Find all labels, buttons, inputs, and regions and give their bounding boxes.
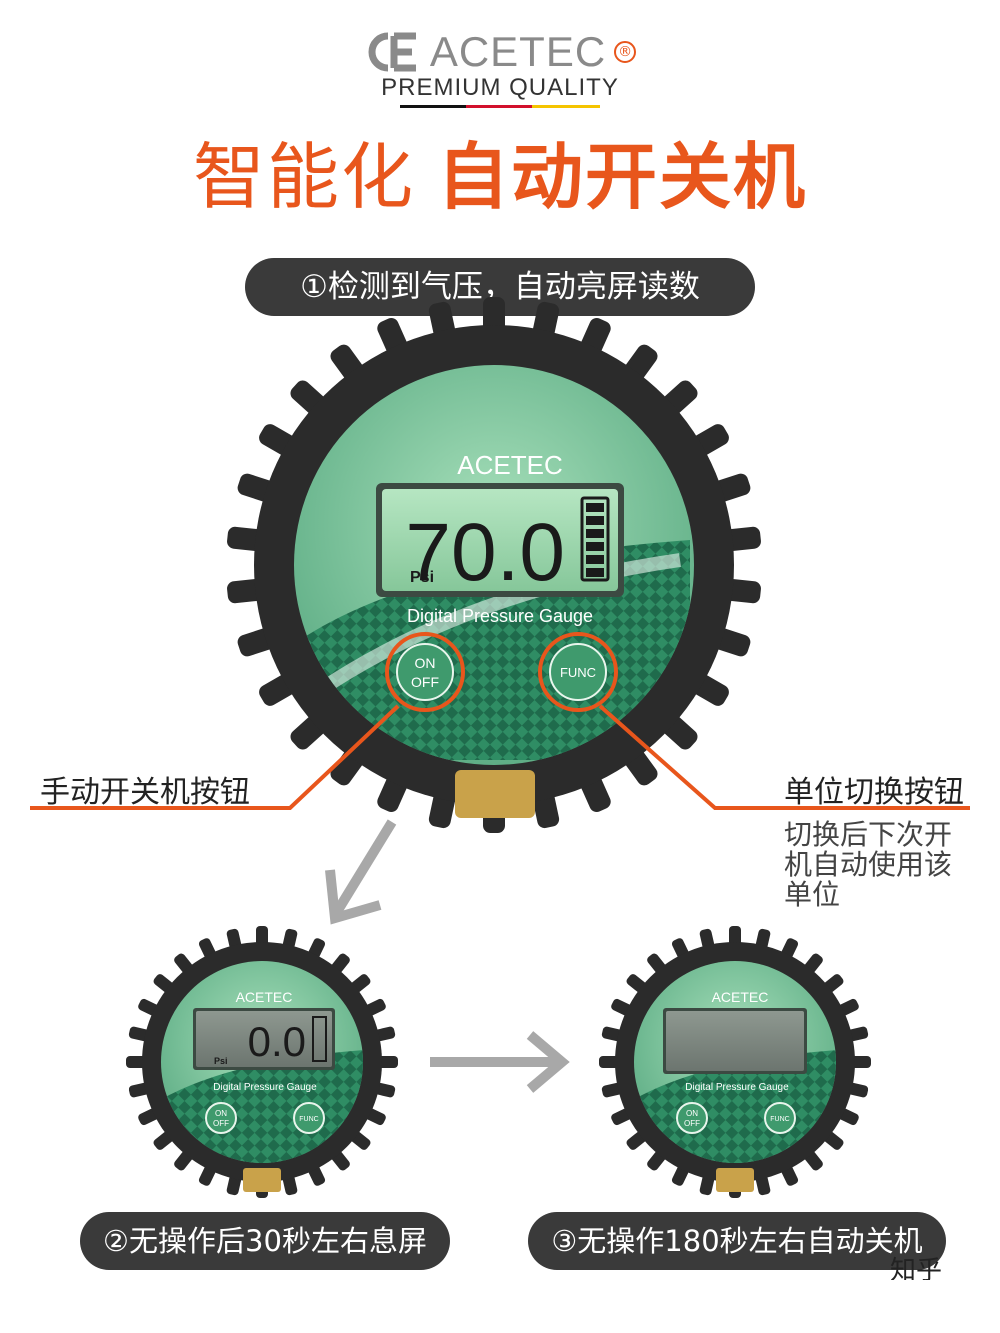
step-1-pill: ①检测到气压，自动亮屏读数 bbox=[245, 258, 755, 316]
callout-func: 单位切换按钮 bbox=[784, 775, 964, 810]
callout-note: 切换后下次开机自动使用该单位 bbox=[784, 818, 953, 911]
brand-tagline: PREMIUM QUALITY bbox=[381, 74, 619, 101]
lcd-screen bbox=[666, 1011, 804, 1071]
callout-line-left bbox=[30, 704, 400, 810]
callout-on-off: 手动开关机按钮 bbox=[40, 775, 250, 810]
gauge-product-name: Digital Pressure Gauge bbox=[407, 606, 593, 626]
gauge-brass-fitting bbox=[455, 770, 535, 818]
step-2-pill: ②无操作后30秒左右息屏 bbox=[80, 1212, 450, 1270]
on-label: ON bbox=[686, 1109, 698, 1118]
gauge-brand: ACETEC bbox=[457, 450, 562, 480]
on-label: ON bbox=[215, 1109, 227, 1118]
battery-icon bbox=[580, 496, 610, 582]
headline-normal: 智能化 bbox=[192, 135, 415, 219]
lcd-reading: 70.0 bbox=[405, 507, 565, 598]
brand-logo: ACETEC ® bbox=[364, 28, 637, 76]
func-label: FUNC bbox=[299, 1116, 318, 1123]
func-button[interactable]: FUNC bbox=[293, 1102, 325, 1134]
small-gauge-sleep: ACETEC 0.0 Psi Digital Pressure Gauge ON… bbox=[126, 926, 398, 1198]
gauge-brass-fitting bbox=[243, 1168, 281, 1192]
flag-stripe bbox=[400, 105, 600, 108]
gauge-product-name: Digital Pressure Gauge bbox=[685, 1082, 789, 1093]
lcd-screen bbox=[196, 1011, 332, 1067]
battery-icon bbox=[312, 1016, 327, 1062]
on-off-button[interactable]: ON OFF bbox=[385, 632, 465, 712]
lcd-unit: Psi bbox=[214, 1056, 228, 1066]
gauge-product-name: Digital Pressure Gauge bbox=[213, 1082, 317, 1093]
small-gauge-off: ACETEC Digital Pressure Gauge ON OFF FUN… bbox=[599, 926, 871, 1198]
step-3-pill: ③无操作180秒左右自动关机 bbox=[528, 1212, 946, 1270]
brand-header: ACETEC ® PREMIUM QUALITY bbox=[0, 28, 1000, 108]
registered-mark: ® bbox=[614, 41, 637, 63]
lcd-reading: 0.0 bbox=[248, 1018, 306, 1065]
lcd-unit: Psi bbox=[410, 569, 434, 586]
gauge-brand: ACETEC bbox=[712, 989, 769, 1005]
off-label: OFF bbox=[684, 1119, 700, 1128]
gauge-face-pattern bbox=[161, 1050, 363, 1163]
callout-line-right bbox=[598, 704, 970, 810]
func-button[interactable]: FUNC bbox=[764, 1102, 796, 1134]
brand-name: ACETEC bbox=[429, 28, 607, 75]
lcd-screen bbox=[382, 489, 618, 591]
func-label: FUNC bbox=[560, 665, 596, 680]
off-label: OFF bbox=[411, 674, 439, 690]
arrow-down-left-icon bbox=[325, 819, 397, 925]
gauge-face-pattern bbox=[634, 1050, 836, 1163]
on-label: ON bbox=[415, 655, 436, 671]
func-label: FUNC bbox=[770, 1116, 789, 1123]
gauge-brass-fitting bbox=[716, 1168, 754, 1192]
headline: 智能化自动开关机 bbox=[0, 118, 1000, 223]
func-button[interactable]: FUNC bbox=[538, 632, 618, 712]
arrow-right-icon bbox=[430, 1031, 570, 1093]
on-off-button[interactable]: ON OFF bbox=[676, 1102, 708, 1134]
main-gauge: ACETEC 70.0 Psi Digital Pressure Gauge O… bbox=[227, 297, 761, 833]
watermark-text: 知乎 bbox=[890, 1256, 943, 1280]
off-label: OFF bbox=[213, 1119, 229, 1128]
tire-track-icon bbox=[316, 553, 681, 696]
gauge-brand: ACETEC bbox=[236, 989, 293, 1005]
on-off-button[interactable]: ON OFF bbox=[205, 1102, 237, 1134]
acetec-logo-icon bbox=[368, 32, 416, 72]
headline-bold: 自动开关机 bbox=[437, 135, 808, 219]
